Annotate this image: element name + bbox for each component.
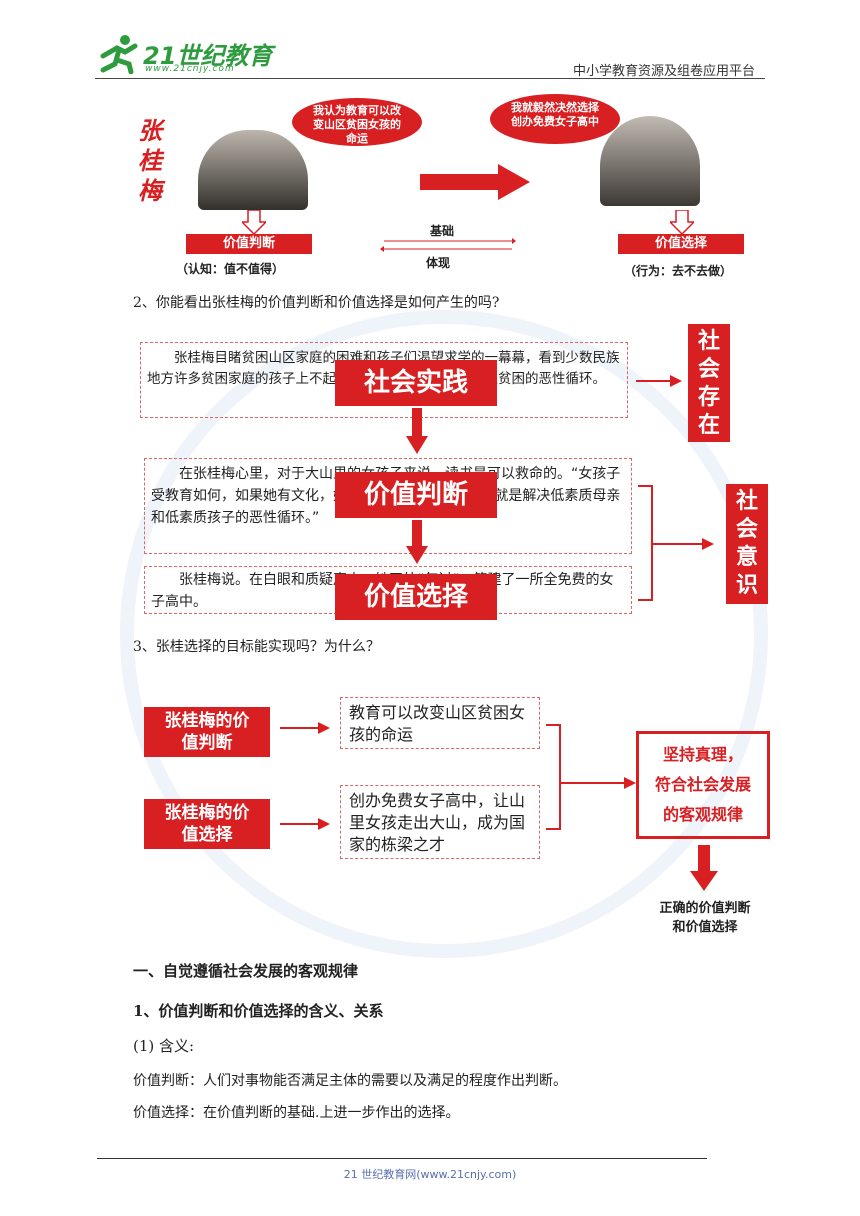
footer-text: 21 世纪教育网(www.21cnjy.com) <box>343 1168 517 1181</box>
label-value-judgment: 价值判断 <box>186 234 312 254</box>
question-2: 2、你能看出张桂梅的价值判断和价值选择是如何产生的吗? <box>133 295 500 311</box>
down-arrow-icon <box>690 845 718 891</box>
section-heading-1: 一、自觉遵循社会发展的客观规律 <box>133 962 359 980</box>
bubble-left-text: 我认为教育可以改变山区贫困女孩的命运 <box>313 104 401 145</box>
figure-1: 张 桂 梅 我认为教育可以改变山区贫困女孩的命运 我就毅然决然选择创办免费女子高… <box>130 92 780 282</box>
page-header: 21世纪教育 www.21cnjy.com 中小学教育资源及组卷应用平台 <box>95 30 765 80</box>
thought-bubble-left: 我认为教育可以改变山区贫困女孩的命运 <box>292 98 422 146</box>
section-heading-3: (1) 含义: <box>133 1037 195 1055</box>
definition-2: 价值选择：在价值判断的基础.上进一步作出的选择。 <box>133 1105 460 1121</box>
header-platform-text: 中小学教育资源及组卷应用平台 <box>572 64 755 79</box>
name-char: 桂 <box>138 146 162 175</box>
definition-1: 价值判断：人们对事物能否满足主体的需要以及满足的程度作出判断。 <box>133 1073 567 1089</box>
text-box-judgment: 教育可以改变山区贫困女孩的命运 <box>340 697 540 749</box>
big-right-arrow-icon <box>420 164 530 200</box>
down-outline-arrow-icon <box>242 210 266 234</box>
result-line-2: 符合社会发展 <box>654 775 751 794</box>
box-value-judgment: 张桂梅的价值判断 <box>144 707 270 757</box>
right-arrow-icon <box>280 722 330 734</box>
sub-cognition: （认知：值不值得） <box>176 262 285 276</box>
char: 会 <box>735 517 758 542</box>
char: 社 <box>697 329 720 354</box>
social-consciousness-box: 社 会 意 识 <box>726 484 768 604</box>
runner-logo-icon <box>100 35 138 74</box>
footer-rule <box>97 1158 707 1159</box>
right-arrow-icon <box>280 818 330 830</box>
mid-label-basis: 基础 <box>430 224 455 238</box>
right-arrow-icon <box>636 375 682 387</box>
text-box-choice: 创办免费女子高中，让山里女孩走出大山，成为国家的栋梁之才 <box>340 785 540 859</box>
mid-label-embody: 体现 <box>426 256 451 270</box>
question-3: 3、张桂选择的目标能实现吗？为什么？ <box>133 639 380 655</box>
bracket-arrow-icon <box>546 724 636 830</box>
social-existence-box: 社 会 存 在 <box>688 324 730 442</box>
bracket-arrow-icon <box>638 485 714 601</box>
section-heading-2: 1、价值判断和价值选择的含义、关系 <box>133 1002 384 1020</box>
result-line-3: 的客观规律 <box>662 805 743 824</box>
header-rule <box>95 78 765 79</box>
box-value-choice: 张桂梅的价值选择 <box>144 799 270 849</box>
thought-bubble-right: 我就毅然决然选择创办免费女子高中 <box>490 94 620 144</box>
down-arrow-icon <box>406 408 428 454</box>
char: 存 <box>697 385 720 410</box>
result-box: 坚持真理， 符合社会发展 的客观规律 <box>636 731 770 839</box>
bottom-line-2: 和价值选择 <box>672 920 738 935</box>
label-value-choice: 价值选择 <box>618 234 744 254</box>
overlay-value-judgment: 价值判断 <box>335 472 497 518</box>
zhang-photo-left <box>198 130 308 210</box>
text-choice: 创办免费女子高中，让山里女孩走出大山，成为国家的栋梁之才 <box>349 791 526 854</box>
char: 意 <box>735 545 758 570</box>
down-outline-arrow-icon <box>670 210 694 234</box>
name-char: 张 <box>138 116 162 145</box>
result-line-1: 坚持真理， <box>662 745 743 764</box>
bottom-line-1: 正确的价值判断 <box>659 901 751 916</box>
zhang-photo-right <box>600 116 700 206</box>
char: 会 <box>697 357 720 382</box>
box-value-choice-text: 张桂梅的价值选择 <box>164 803 250 845</box>
text-judgment: 教育可以改变山区贫困女孩的命运 <box>349 703 526 744</box>
overlay-social-practice: 社会实践 <box>335 360 497 406</box>
sub-behavior: （行为：去不去做） <box>624 264 733 278</box>
figure-3: 张桂梅的价值判断 张桂梅的价值选择 教育可以改变山区贫困女孩的命运 创办免费女子… <box>140 695 780 945</box>
logo-text: 21世纪教育 <box>143 42 273 70</box>
down-arrow-icon <box>406 520 428 564</box>
bottom-conclusion: 正确的价值判断 和价值选择 <box>640 899 770 937</box>
double-arrow-icon <box>380 238 516 252</box>
name-char: 梅 <box>138 176 162 205</box>
char: 社 <box>735 489 758 514</box>
bubble-right-text: 我就毅然决然选择创办免费女子高中 <box>511 101 599 128</box>
box-value-judgment-text: 张桂梅的价值判断 <box>164 711 250 753</box>
char: 识 <box>735 573 758 598</box>
overlay-value-choice: 价值选择 <box>335 574 497 620</box>
char: 在 <box>697 413 720 438</box>
name-vertical: 张 桂 梅 <box>135 116 165 206</box>
figure-2: 张桂梅目睹贫困山区家庭的困难和孩子们渴望求学的一幕幕，看到少数民族地方许多贫困家… <box>140 320 770 620</box>
logo-url: www.21cnjy.com <box>145 64 235 74</box>
